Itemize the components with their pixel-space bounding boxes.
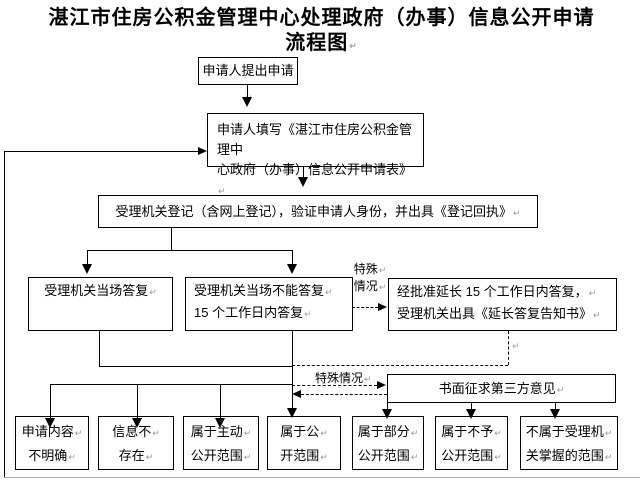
outcome-box-content-unclear: 申请内容↵ 不明确↵ bbox=[15, 416, 89, 470]
outcome-box-partial-disclosure: 属于部分↵ 公开范围↵ bbox=[352, 416, 424, 470]
connector-to-onspot bbox=[87, 250, 88, 265]
arrowhead-down-icon bbox=[298, 177, 308, 187]
paragraph-mark: ↵ bbox=[320, 429, 328, 439]
connector-apply-to-fillform bbox=[247, 85, 248, 98]
paragraph-mark: ↵ bbox=[243, 429, 252, 439]
paragraph-mark: ↵ bbox=[378, 283, 387, 293]
connector-main-vertical bbox=[292, 331, 293, 384]
paragraph-mark: ↵ bbox=[378, 266, 387, 276]
box-fill-form-line1: 申请人填写《湛江市住房公积金管理中 bbox=[217, 122, 413, 157]
paragraph-mark: ↵ bbox=[149, 288, 157, 298]
paragraph-mark: ↵ bbox=[349, 42, 358, 52]
paragraph-mark: ↵ bbox=[145, 453, 154, 463]
special-case-label-horizontal: 特殊情况↵ bbox=[315, 371, 372, 385]
feedback-loop-vertical bbox=[4, 151, 5, 478]
box-third-party-opinion: 书面征求第三方意见↵ bbox=[387, 374, 616, 403]
paragraph-mark: ↵ bbox=[325, 288, 333, 298]
outcome-box-not-held-by-agency: 不属于受理机↵ 关掌握的范围↵ bbox=[520, 416, 618, 470]
connector-onspot-down bbox=[99, 331, 100, 366]
paragraph-mark: ↵ bbox=[604, 429, 613, 439]
paragraph-mark: ↵ bbox=[68, 453, 76, 463]
arrowhead-right-icon bbox=[198, 147, 207, 155]
flowchart-title-line2: 流程图↵ bbox=[285, 32, 358, 54]
arrowhead-down-icon bbox=[82, 264, 92, 274]
paragraph-mark: ↵ bbox=[364, 375, 372, 385]
arrowhead-right-icon bbox=[378, 303, 387, 311]
connector-to-delayed bbox=[292, 250, 293, 265]
box-extended-reply: 经批准延长 15 个工作日内答复，↵ 受理机关出具《延长答复告知书》↵ bbox=[388, 278, 617, 331]
box-delayed-reply-line2: 15 个工作日内答复↵ bbox=[194, 305, 312, 320]
connector-to-thirdparty-dashed bbox=[292, 385, 377, 386]
paragraph-mark: ↵ bbox=[512, 209, 521, 219]
paragraph-mark: ↵ bbox=[243, 453, 252, 463]
flowchart-title-line1: 湛江市住房公积金管理中心处理政府（办事）信息公开申请 bbox=[48, 7, 595, 29]
connector-register-stub bbox=[171, 228, 172, 250]
paragraph-mark: ↵ bbox=[304, 310, 312, 320]
flowchart-title: 湛江市住房公积金管理中心处理政府（办事）信息公开申请 流程图↵ bbox=[0, 6, 643, 60]
connector-extended-down-dashed bbox=[508, 331, 509, 365]
box-delayed-reply-line1: 受理机关当场不能答复↵ bbox=[194, 283, 333, 298]
paragraph-mark: ↵ bbox=[410, 429, 419, 439]
paragraph-mark: ↵ bbox=[494, 453, 502, 463]
arrowhead-down-icon bbox=[550, 409, 560, 419]
connector-to-outcome5 bbox=[387, 403, 388, 412]
box-onspot-reply: 受理机关当场答复↵ bbox=[28, 277, 173, 331]
arrowhead-down-icon bbox=[242, 97, 252, 107]
special-case-label-vertical: 特殊↵ 情况↵ bbox=[353, 262, 387, 293]
arrowhead-left-icon bbox=[292, 390, 301, 398]
paragraph-mark: ↵ bbox=[410, 453, 419, 463]
arrowhead-down-icon bbox=[382, 409, 392, 419]
arrowhead-down-icon bbox=[132, 418, 142, 428]
arrowhead-right-icon bbox=[377, 381, 386, 389]
arrowhead-down-icon bbox=[215, 418, 225, 428]
paragraph-mark: ↵ bbox=[556, 386, 565, 396]
outcome-box-non-disclosure: 属于不予↵ 公开范围↵ bbox=[435, 416, 508, 470]
feedback-loop-horizontal bbox=[4, 151, 198, 152]
paragraph-mark: ↵ bbox=[593, 311, 601, 321]
connector-extended-merge-dashed bbox=[292, 365, 508, 366]
paragraph-mark: ↵ bbox=[218, 187, 226, 197]
paragraph-mark: ↵ bbox=[74, 429, 83, 439]
connector-merge-horizontal bbox=[99, 366, 292, 367]
connector-fillform-to-register bbox=[303, 167, 304, 179]
connector-to-outcome1 bbox=[50, 384, 51, 420]
connector-outcome-bar bbox=[50, 384, 292, 385]
connector-to-outcome2 bbox=[137, 384, 138, 420]
paragraph-mark: ↵ bbox=[320, 453, 328, 463]
arrowhead-down-icon bbox=[287, 264, 297, 274]
paragraph-mark: ↵ bbox=[512, 341, 520, 351]
feedback-loop-bottom bbox=[4, 477, 640, 478]
arrowhead-down-icon bbox=[45, 418, 55, 428]
paragraph-mark: ↵ bbox=[494, 429, 502, 439]
box-extended-reply-line2: 受理机关出具《延长答复告知书》↵ bbox=[397, 306, 601, 321]
paragraph-mark: ↵ bbox=[604, 453, 613, 463]
arrowhead-down-icon bbox=[287, 408, 297, 418]
box-delayed-reply: 受理机关当场不能答复↵ 15 个工作日内答复↵ bbox=[185, 277, 353, 331]
connector-to-outcome7 bbox=[555, 403, 556, 412]
connector-to-outcome3 bbox=[220, 384, 221, 420]
box-extended-reply-line1: 经批准延长 15 个工作日内答复，↵ bbox=[397, 284, 597, 299]
box-fill-form: 申请人填写《湛江市住房公积金管理中 心政府（办事）信息公开申请表》↵ bbox=[207, 113, 424, 197]
paragraph-mark: ↵ bbox=[588, 289, 597, 299]
box-fill-form-line2: 心政府（办事）信息公开申请表》↵ bbox=[217, 162, 413, 197]
arrowhead-down-icon bbox=[466, 409, 476, 419]
box-register: 受理机关登记（含网上登记），验证申请人身份，并出具《登记回执》↵ bbox=[98, 195, 538, 228]
connector-from-thirdparty-dashed bbox=[301, 394, 387, 395]
connector-special-case-dashed bbox=[352, 307, 378, 308]
box-apply: 申请人提出申请↵ bbox=[198, 57, 298, 104]
connector-split-bar bbox=[87, 250, 292, 251]
connector-to-outcome6 bbox=[471, 403, 472, 412]
outcome-box-disclosable: 属于公↵ 开范围↵ bbox=[267, 416, 341, 470]
paragraph-mark: ↵ bbox=[152, 429, 160, 439]
